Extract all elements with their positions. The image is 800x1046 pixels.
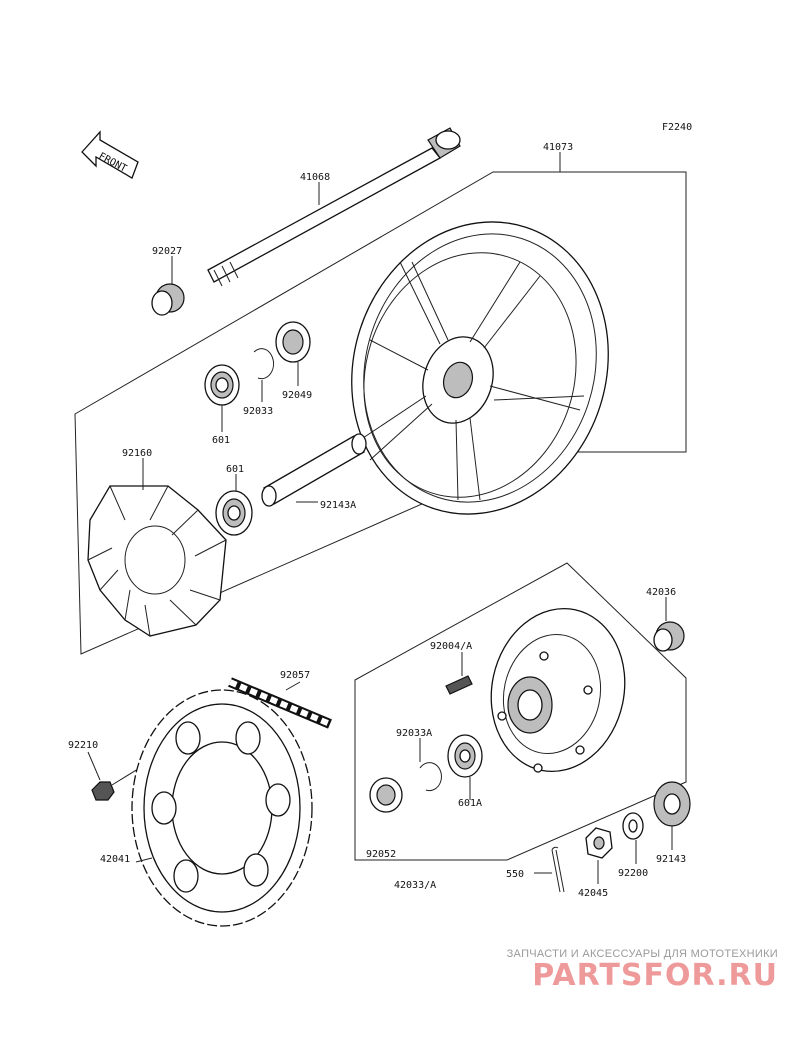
label-seal-1: 92049 — [282, 390, 312, 401]
label-coupling: 42033/A — [394, 880, 436, 891]
sprocket-coupling — [490, 607, 626, 773]
coupling-stud — [445, 675, 473, 695]
drive-chain — [228, 677, 332, 729]
watermark: ЗАПЧАСТИ И АКСЕССУАРЫ ДЛЯ МОТОТЕХНИКИ PA… — [507, 948, 778, 992]
label-bearing-2: 601 — [226, 464, 244, 475]
label-washer: 92200 — [618, 868, 648, 879]
rear-wheel — [351, 221, 609, 515]
bearing-hub — [447, 734, 483, 778]
label-collar-hub: 92143 — [656, 854, 686, 865]
label-wheel: 41073 — [543, 142, 573, 153]
label-seal-2: 92052 — [366, 849, 396, 860]
label-chain: 92057 — [280, 670, 310, 681]
bearing-lower — [215, 490, 253, 536]
collar-left — [151, 283, 185, 316]
washer — [622, 812, 644, 840]
label-axle-nut: 42045 — [578, 888, 608, 899]
label-stud: 92004/A — [430, 641, 472, 652]
label-sleeve: 92143A — [320, 500, 356, 511]
label-bearing-1: 601 — [212, 435, 230, 446]
label-sprocket: 42041 — [100, 854, 130, 865]
hub-group-frame — [354, 562, 687, 861]
label-nut: 92210 — [68, 740, 98, 751]
axle-nut — [585, 827, 613, 859]
oil-seal-hub — [369, 777, 403, 813]
label-cotter-pin: 550 — [506, 869, 524, 880]
figure-code: F2240 — [662, 122, 692, 133]
circlip-top — [253, 348, 275, 380]
watermark-subtitle: ЗАПЧАСТИ И АКСЕССУАРЫ ДЛЯ МОТОТЕХНИКИ — [506, 948, 778, 960]
circlip-hub — [419, 762, 442, 792]
cotter-pin — [551, 846, 565, 893]
oil-seal-top — [275, 321, 311, 363]
label-axle: 41068 — [300, 172, 330, 183]
label-damper: 92160 — [122, 448, 152, 459]
sprocket-nut — [91, 781, 115, 801]
damper-rubber — [87, 485, 227, 637]
label-circlip-2: 92033A — [396, 728, 432, 739]
collar-hub — [653, 781, 691, 827]
watermark-logo: PARTSFOR.RU — [532, 958, 778, 993]
label-collar-left: 92027 — [152, 246, 182, 257]
collar-right — [653, 621, 685, 652]
front-arrow-icon: FRONT — [81, 130, 139, 179]
axle-shaft — [207, 127, 461, 287]
label-circlip-1: 92033 — [243, 406, 273, 417]
label-collar-right: 42036 — [646, 587, 676, 598]
distance-sleeve — [261, 433, 367, 507]
bearing-top — [204, 364, 240, 406]
rear-sprocket — [131, 689, 313, 927]
label-bearing-3: 601A — [458, 798, 482, 809]
